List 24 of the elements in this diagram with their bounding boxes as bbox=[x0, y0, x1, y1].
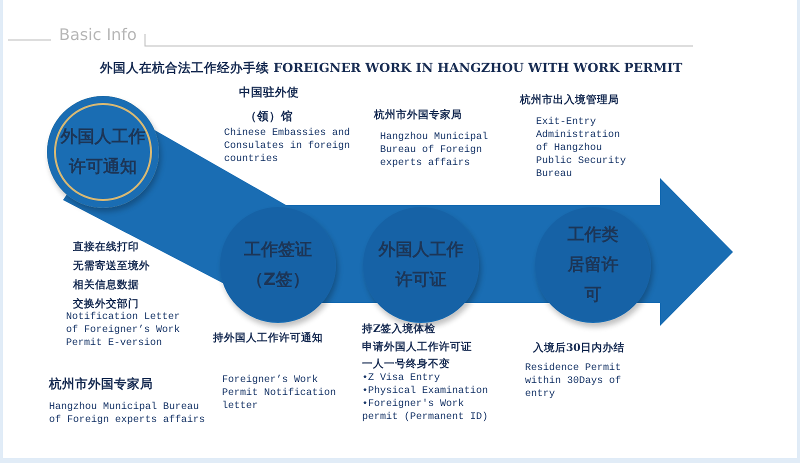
node-label: 杭州市外国专家局 bbox=[49, 376, 153, 393]
node-label: 无需寄送至境外 bbox=[73, 259, 150, 273]
note-text: Foreigner’s Work Permit Notification letter bbox=[222, 374, 338, 413]
node-label: 杭州市出入境管理局 bbox=[520, 93, 619, 107]
node-label: 持Z签入境体检 bbox=[362, 322, 436, 336]
node-label: 相关信息数据 bbox=[73, 278, 139, 292]
node-label: 持外国人工作许可通知 bbox=[213, 331, 323, 345]
note-text: Chinese Embassies and Consulates in foreign countries bbox=[224, 127, 352, 166]
note-text: •Foreigner's Work permit (Permanent ID) bbox=[362, 398, 490, 424]
section-heading: Basic Info bbox=[59, 25, 137, 44]
node-label: 杭州市外国专家局 bbox=[374, 108, 462, 122]
note-text: Hangzhou Municipal Bureau of Foreign experts affairs bbox=[380, 131, 490, 170]
title: 外国人在杭合法工作经办手续 FOREIGNER WORK IN HANGZHOU WITH WORK PERMIT bbox=[100, 60, 682, 77]
step-circle: 外国人工作许可通知 bbox=[47, 96, 159, 208]
node-label: 交换外交部门 bbox=[73, 297, 139, 311]
note-text: Residence Permit within 30Days of entry bbox=[525, 362, 622, 401]
note-text: Notification Letter of Foreigner’s Work Permit E-version bbox=[66, 311, 181, 350]
node-label: 中国驻外使（领）馆 bbox=[238, 84, 300, 125]
node-label: 申请外国人工作许可证 bbox=[362, 340, 472, 354]
node-label: 入境后30日内办结 bbox=[533, 341, 625, 355]
node-label: 一人一号终身不变 bbox=[362, 357, 450, 371]
note-text: Hangzhou Municipal Bureau of Foreign experts affairs bbox=[49, 401, 206, 427]
node-label: 直接在线打印 bbox=[73, 240, 139, 254]
note-text: Exit-Entry Administration of Hangzhou Public Security Bureau bbox=[536, 116, 628, 181]
